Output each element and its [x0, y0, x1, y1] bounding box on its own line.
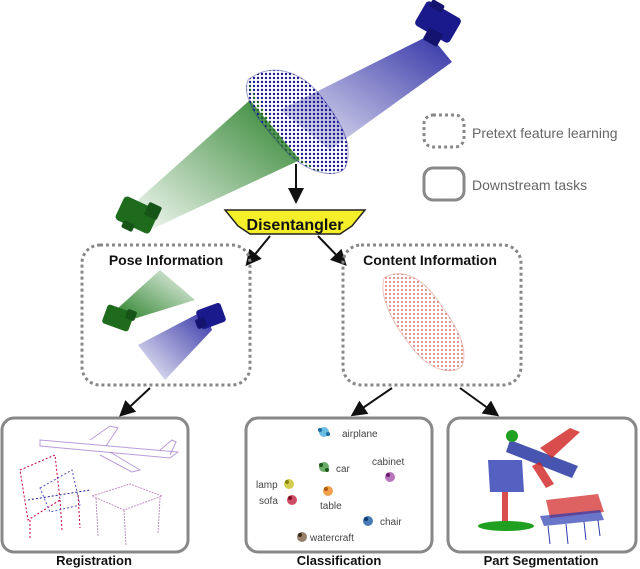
partseg-chair-cloud — [540, 494, 604, 545]
class-label-sofa: sofa — [259, 496, 278, 507]
pose-green-camera-icon — [102, 304, 137, 332]
cluster-sofa: sofa — [259, 495, 297, 507]
disentangler-block: Disentangler — [223, 209, 367, 235]
pose-info-title: Pose Information — [109, 252, 223, 268]
cluster-car: car — [319, 462, 351, 475]
arrow-content-to-classification — [350, 387, 393, 417]
classification-label: Classification — [297, 553, 382, 568]
class-label-watercraft: watercraft — [309, 533, 354, 544]
content-info-title: Content Information — [363, 252, 497, 268]
registration-airplane-cloud — [39, 425, 180, 473]
top-scene — [115, 0, 461, 234]
cluster-watercraft: watercraft — [297, 532, 354, 544]
legend-downstream-swatch — [422, 166, 466, 202]
class-label-lamp: lamp — [256, 480, 278, 491]
legend-pretext-swatch — [422, 113, 466, 149]
cluster-table: table — [320, 486, 342, 512]
class-label-airplane: airplane — [342, 429, 378, 440]
registration-label: Registration — [56, 553, 132, 568]
class-label-chair: chair — [380, 517, 402, 528]
arrow-to-pose — [245, 235, 271, 267]
pose-green-beam — [118, 270, 195, 320]
legend: Pretext feature learning Downstream task… — [422, 113, 618, 202]
pose-blue-beam — [138, 310, 212, 380]
arrow-content-to-partseg — [459, 387, 500, 417]
legend-downstream-label: Downstream tasks — [472, 177, 587, 193]
class-label-table: table — [320, 501, 342, 512]
pose-info-box: Pose Information — [80, 243, 252, 387]
registration-panel — [0, 416, 190, 554]
disentangler-label: Disentangler — [247, 217, 344, 234]
registration-chair-cloud — [19, 454, 91, 540]
arrow-to-content — [317, 235, 347, 266]
content-car-point-cloud — [382, 273, 465, 372]
pose-blue-camera-icon — [195, 303, 226, 329]
partseg-airplane-cloud — [506, 428, 580, 488]
class-label-car: car — [336, 464, 351, 475]
green-view-beam — [138, 100, 300, 230]
cluster-chair: chair — [363, 516, 402, 528]
car-point-cloud — [246, 69, 349, 175]
classification-panel: airplane car cabinet lamp sofa table — [244, 416, 434, 554]
blue-camera-icon — [415, 0, 461, 47]
arrow-pose-to-registration — [119, 387, 151, 417]
partseg-label: Part Segmentation — [484, 553, 599, 568]
content-info-box: Content Information — [341, 243, 523, 387]
legend-pretext-label: Pretext feature learning — [472, 125, 618, 141]
partseg-lamp-cloud — [478, 460, 534, 531]
cluster-lamp: lamp — [256, 479, 294, 491]
registration-table-cloud — [90, 483, 164, 547]
class-label-cabinet: cabinet — [372, 457, 404, 468]
cluster-cabinet: cabinet — [372, 457, 404, 482]
partseg-panel — [446, 416, 638, 554]
green-camera-icon — [115, 196, 162, 234]
cluster-airplane: airplane — [318, 427, 378, 440]
